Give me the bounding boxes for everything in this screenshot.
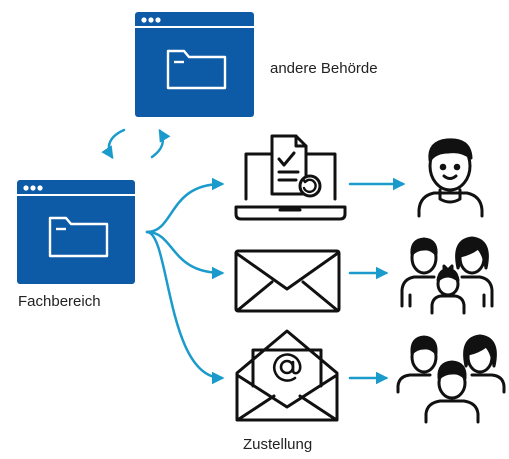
department-label: Fachbereich bbox=[18, 293, 101, 310]
laptop-document-icon bbox=[234, 134, 347, 221]
recipient-arrows bbox=[348, 177, 406, 385]
window-dots-icon bbox=[23, 185, 43, 191]
arrow-to-laptop bbox=[145, 177, 225, 234]
folder-icon bbox=[166, 49, 227, 90]
exchange-arrows bbox=[101, 128, 171, 160]
family-icon bbox=[400, 236, 494, 315]
other-authority-label: andere Behörde bbox=[270, 60, 378, 77]
branch-arrows bbox=[145, 177, 225, 385]
arrow-to-email bbox=[145, 230, 225, 385]
single-person-icon bbox=[417, 138, 484, 218]
arrow-down bbox=[101, 128, 126, 160]
arrow-to-letter bbox=[145, 230, 225, 280]
department-window bbox=[17, 180, 135, 284]
other-authority-window bbox=[135, 12, 254, 117]
group-icon bbox=[396, 334, 506, 424]
arrow-up bbox=[150, 128, 171, 159]
folder-icon bbox=[48, 216, 109, 258]
delivery-label: Zustellung bbox=[243, 436, 313, 453]
letter-envelope-icon bbox=[234, 249, 341, 313]
window-dots-icon bbox=[141, 17, 161, 23]
email-envelope-icon bbox=[235, 329, 339, 422]
